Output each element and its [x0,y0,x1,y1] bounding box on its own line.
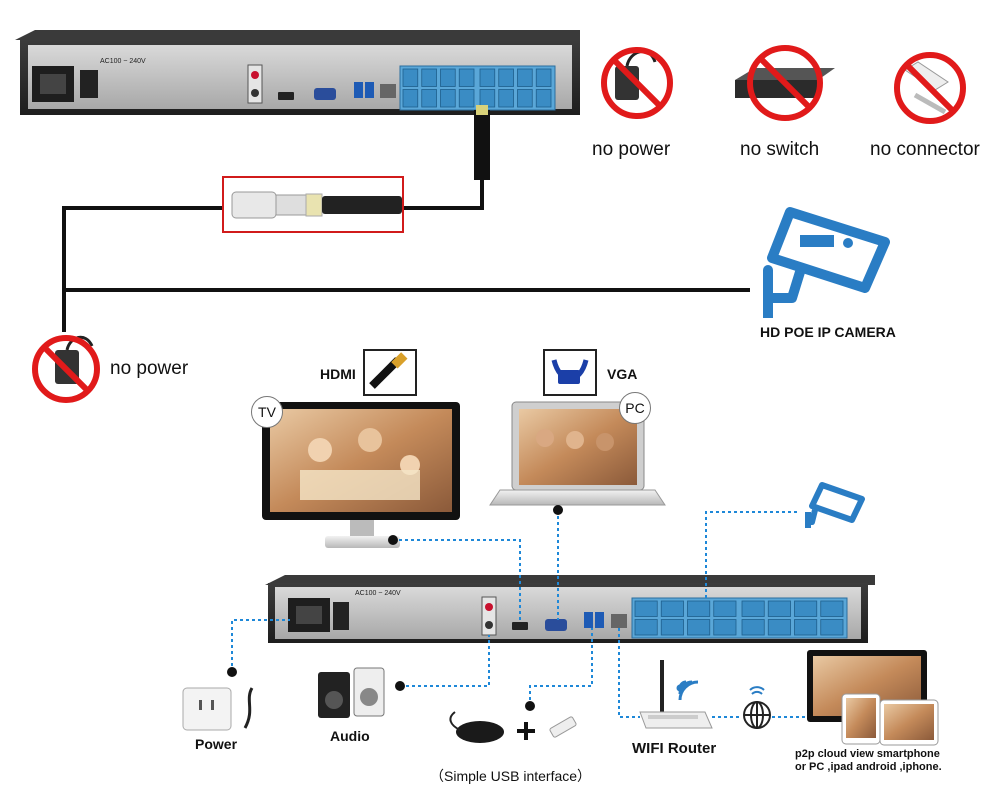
poe-port [687,600,711,617]
pc-tag: PC [619,392,651,424]
connection-lines [231,510,805,718]
bottom-poe-port-block [631,597,848,639]
poe-port [713,600,737,617]
poe-port [535,68,552,87]
poe-port [794,600,818,617]
no-switch-label: no switch [740,139,820,160]
poe-port [421,68,437,87]
p2p-label: p2p cloud view smartphone or PC ,ipad an… [795,748,985,774]
poe-port [458,68,475,87]
poe-port [458,89,475,108]
wifi-router-label: WIFI Router [632,740,717,757]
no-power-adapter-icon [601,47,673,119]
pc-laptop [489,401,666,506]
top-nvr-device: AC100 ~ 240V [15,30,580,115]
vga-label: VGA [607,366,638,382]
no-power-adapter-icon-left [32,335,100,403]
hdmi-label: HDMI [320,366,356,382]
poe-port [713,619,737,636]
poe-port [440,68,456,87]
connection-dots [227,505,563,711]
hd-poe-camera-label: HD POE IP CAMERA [760,324,896,340]
top-cable-connector [474,110,490,180]
poe-port [479,68,496,87]
p2p-label-line-1: p2p cloud view smartphone [795,748,940,760]
no-switch-icon [735,45,835,121]
p2p-label-line-2: or PC ,ipad android ,iphone. [795,761,942,773]
usb-interface-label: （Simple USB interface） [430,768,592,784]
small-camera-icon [805,482,865,528]
wifi-signal-icon [676,680,699,701]
poe-port [440,89,456,108]
wifi-router-icon [639,660,713,729]
security-camera-icon [763,207,890,318]
rj45-connector-highlight [222,176,404,233]
audio-speakers-icon [318,667,385,718]
p2p-devices-image [807,650,939,746]
poe-port [767,619,791,636]
no-connector-label: no connector [870,139,980,160]
power-label: Power [195,736,238,752]
ac-rating-bottom: AC100 ~ 240V [355,590,401,597]
poe-port [634,600,658,617]
top-poe-port-block [399,65,556,111]
poe-port [498,89,514,108]
power-socket-icon [182,687,254,731]
poe-port [820,600,844,617]
no-power-left-label: no power [110,358,189,379]
bottom-nvr-device: AC100 ~ 240V [265,575,875,643]
top-vga-port [314,88,336,100]
poe-port [687,619,711,636]
no-power-label: no power [592,139,671,160]
globe-icon [743,686,771,729]
top-lan-port [380,84,396,98]
top-hdmi-port [278,92,294,100]
hdmi-cable-icon [363,349,417,396]
poe-port [767,600,791,617]
audio-label: Audio [330,728,370,744]
poe-port [794,619,818,636]
poe-port [517,68,533,87]
poe-cable-lines [62,178,750,332]
poe-port [634,619,658,636]
mouse-icon [449,711,504,743]
poe-port [421,89,437,108]
top-rca-ports [247,64,263,104]
poe-port [402,89,419,108]
top-usb-port-1 [354,82,363,98]
poe-port [535,89,552,108]
poe-port [402,68,419,87]
poe-port [820,619,844,636]
ac-rating-top: AC100 ~ 240V [100,58,146,65]
top-usb-port-2 [365,82,374,98]
plus-sign-icon [517,722,535,740]
tv-monitor [262,402,460,548]
poe-port [517,89,533,108]
poe-port [660,619,684,636]
poe-port [660,600,684,617]
usb-drive-icon [549,716,577,738]
poe-port [741,600,765,617]
vga-cable-icon [543,349,597,396]
no-connector-icon [894,52,966,124]
poe-port [498,68,514,87]
poe-port [479,89,496,108]
poe-port [741,619,765,636]
tv-tag: TV [251,396,283,428]
